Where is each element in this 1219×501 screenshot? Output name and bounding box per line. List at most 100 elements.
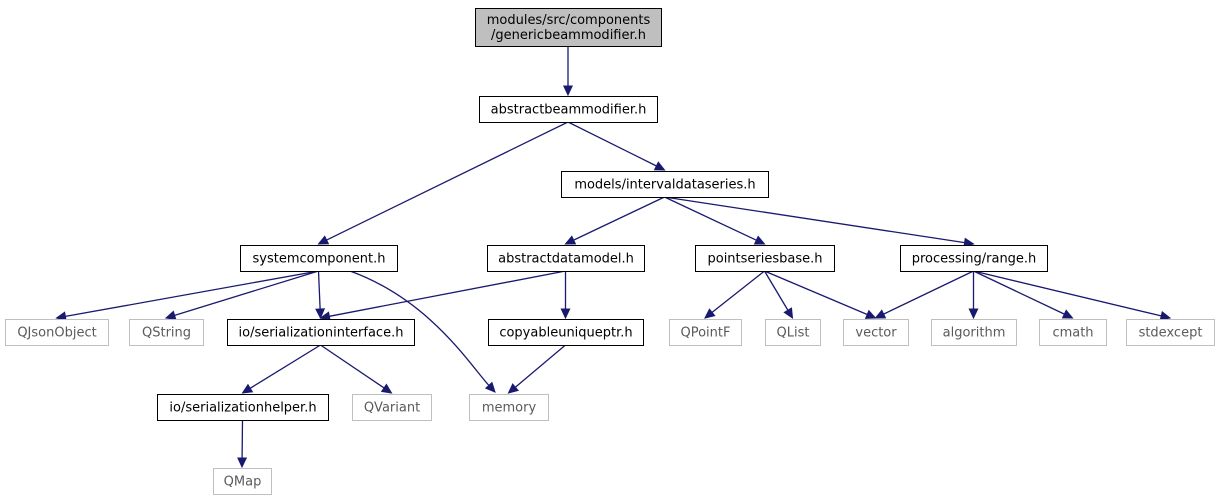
node-qmap[interactable]: QMap	[213, 468, 272, 495]
edge-processingrange-to-cmath	[973, 270, 1074, 319]
node-serializationinterface[interactable]: io/serializationinterface.h	[227, 319, 415, 346]
edge-processingrange-to-vector-line	[883, 270, 974, 315]
edge-processingrange-to-stdexcept-line	[973, 270, 1162, 317]
edge-copyableuniqueptr-to-memory	[507, 344, 566, 394]
node-serializationhelper-box	[157, 394, 329, 421]
node-abstractbeammodifier-box	[479, 96, 658, 123]
edge-serializationinterface-to-qvariant	[320, 344, 393, 394]
edge-abstractdatamodel-to-serializationinterface-line	[329, 270, 566, 317]
node-cmath[interactable]: cmath	[1039, 319, 1107, 346]
nodes-layer: modules/src/components/genericbeammodifi…	[5, 8, 1215, 495]
node-qstring[interactable]: QString	[129, 319, 204, 346]
node-memory[interactable]: memory	[469, 394, 549, 421]
node-serializationhelper-label: io/serializationhelper.h	[169, 401, 316, 416]
node-qvariant-label: QVariant	[364, 401, 420, 416]
edge-serializationinterface-to-serializationhelper-arrowhead	[241, 383, 254, 394]
node-algorithm-box	[931, 319, 1017, 346]
edge-serializationhelper-to-qmap	[237, 419, 248, 469]
edge-copyableuniqueptr-to-memory-line	[514, 344, 566, 388]
node-qlist[interactable]: QList	[765, 319, 821, 346]
node-genericbeammodifier-label: modules/src/components	[487, 13, 651, 28]
node-systemcomponent[interactable]: systemcomponent.h	[240, 245, 398, 272]
node-qlist-box	[765, 319, 821, 346]
edge-systemcomponent-to-qjsonobject-line	[65, 270, 319, 318]
edge-systemcomponent-to-memory-line	[349, 270, 490, 386]
edge-copyableuniqueptr-to-memory-arrowhead	[507, 383, 519, 394]
edge-intervaldataseries-to-processingrange	[664, 196, 975, 248]
edge-intervaldataseries-to-pointseriesbase-arrowhead	[753, 235, 766, 245]
node-copyableuniqueptr-box	[488, 319, 644, 346]
edge-pointseriesbase-to-qpointf-line	[711, 270, 765, 313]
edge-pointseriesbase-to-vector	[764, 270, 877, 319]
edge-intervaldataseries-to-abstractdatamodel-arrowhead	[564, 235, 577, 245]
edge-serializationinterface-to-qvariant-line	[320, 344, 385, 389]
node-algorithm[interactable]: algorithm	[931, 319, 1017, 346]
edge-serializationinterface-to-serializationhelper-line	[249, 344, 321, 389]
node-vector[interactable]: vector	[843, 319, 909, 346]
node-stdexcept-box	[1126, 319, 1215, 346]
node-intervaldataseries[interactable]: models/intervaldataseries.h	[561, 171, 769, 198]
edges-layer	[55, 46, 1172, 469]
edge-genericbeammodifier-to-abstractbeammodifier	[563, 46, 573, 97]
edge-intervaldataseries-to-pointseriesbase-line	[664, 196, 757, 241]
node-memory-label: memory	[482, 401, 537, 416]
edge-abstractbeammodifier-to-systemcomponent-line	[326, 121, 569, 241]
node-qvariant[interactable]: QVariant	[352, 394, 432, 421]
node-qstring-label: QString	[142, 326, 191, 341]
edge-pointseriesbase-to-qlist-arrowhead	[783, 307, 794, 320]
edge-pointseriesbase-to-qlist	[763, 270, 794, 320]
edge-processingrange-to-algorithm	[968, 271, 979, 320]
edge-systemcomponent-to-serializationinterface-line	[317, 270, 321, 310]
node-qjsonobject[interactable]: QJsonObject	[5, 319, 109, 346]
node-abstractdatamodel-label: abstractdatamodel.h	[498, 252, 634, 267]
node-pointseriesbase-box	[695, 245, 835, 272]
edge-systemcomponent-to-serializationinterface-arrowhead	[315, 308, 326, 320]
node-qvariant-box	[352, 394, 432, 421]
edge-pointseriesbase-to-qpointf-arrowhead	[704, 308, 716, 319]
edge-processingrange-to-stdexcept-arrowhead	[1159, 310, 1172, 321]
node-abstractdatamodel-box	[487, 245, 645, 272]
node-serializationhelper[interactable]: io/serializationhelper.h	[157, 394, 329, 421]
node-memory-box	[469, 394, 549, 421]
node-stdexcept[interactable]: stdexcept	[1126, 319, 1215, 346]
edge-intervaldataseries-to-pointseriesbase	[664, 196, 766, 245]
node-serializationinterface-box	[227, 319, 415, 346]
node-qpointf-label: QPointF	[681, 326, 731, 341]
node-vector-box	[843, 319, 909, 346]
edge-systemcomponent-to-memory-arrowhead	[484, 381, 496, 393]
edge-processingrange-to-cmath-line	[973, 270, 1065, 315]
edge-abstractbeammodifier-to-intervaldataseries	[567, 121, 666, 171]
node-qlist-label: QList	[777, 326, 810, 341]
edge-abstractbeammodifier-to-systemcomponent	[317, 121, 569, 245]
edge-systemcomponent-to-qstring	[164, 270, 319, 320]
node-pointseriesbase-label: pointseriesbase.h	[707, 252, 822, 267]
edge-abstractdatamodel-to-copyableuniqueptr-arrowhead	[560, 308, 571, 320]
node-genericbeammodifier[interactable]: modules/src/components/genericbeammodifi…	[475, 8, 662, 47]
edge-pointseriesbase-to-qpointf	[704, 270, 765, 319]
edge-processingrange-to-algorithm-arrowhead	[968, 308, 979, 320]
edge-pointseriesbase-to-vector-line	[764, 270, 868, 316]
edge-abstractdatamodel-to-serializationinterface	[319, 270, 566, 322]
edge-intervaldataseries-to-abstractdatamodel	[564, 196, 665, 245]
node-genericbeammodifier-box	[475, 8, 662, 47]
edge-serializationinterface-to-serializationhelper	[241, 344, 321, 394]
node-copyableuniqueptr-label: copyableuniqueptr.h	[499, 326, 632, 341]
node-abstractbeammodifier[interactable]: abstractbeammodifier.h	[479, 96, 658, 123]
node-systemcomponent-box	[240, 245, 398, 272]
node-cmath-label: cmath	[1052, 326, 1093, 341]
edge-pointseriesbase-to-vector-arrowhead	[864, 309, 877, 319]
node-stdexcept-label: stdexcept	[1139, 326, 1203, 341]
node-processingrange[interactable]: processing/range.h	[900, 245, 1048, 272]
edge-systemcomponent-to-serializationinterface	[315, 270, 326, 320]
node-processingrange-box	[900, 245, 1048, 272]
node-copyableuniqueptr[interactable]: copyableuniqueptr.h	[488, 319, 644, 346]
node-abstractdatamodel[interactable]: abstractdatamodel.h	[487, 245, 645, 272]
edge-systemcomponent-to-qstring-line	[174, 270, 319, 316]
node-qmap-label: QMap	[224, 475, 262, 490]
node-qstring-box	[129, 319, 204, 346]
edge-systemcomponent-to-memory	[349, 270, 496, 393]
node-pointseriesbase[interactable]: pointseriesbase.h	[695, 245, 835, 272]
node-cmath-box	[1039, 319, 1107, 346]
node-qpointf[interactable]: QPointF	[669, 319, 742, 346]
node-qjsonobject-label: QJsonObject	[17, 326, 96, 341]
